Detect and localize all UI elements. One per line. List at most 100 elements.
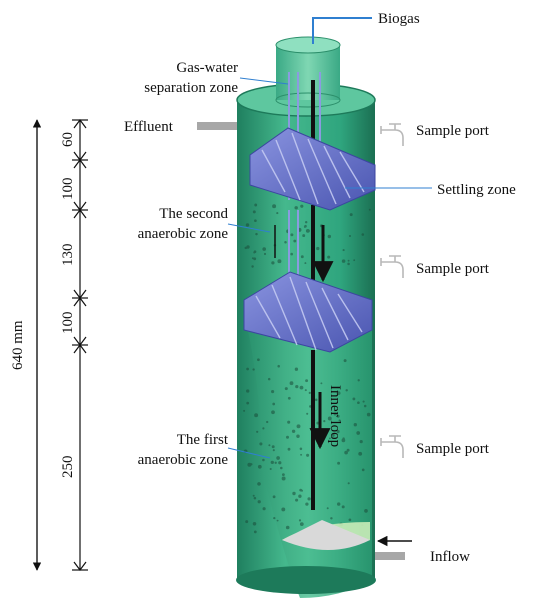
sludge-bubble xyxy=(257,500,261,504)
sludge-bubble xyxy=(250,463,253,466)
sludge-bubble xyxy=(281,507,286,512)
sludge-bubble xyxy=(295,498,299,502)
sludge-bubble xyxy=(347,262,350,266)
sludge-bubble xyxy=(304,389,307,392)
sludge-bubble xyxy=(362,400,365,403)
sludge-bubble xyxy=(338,419,341,422)
sludge-bubble xyxy=(281,473,285,477)
gas-water-label-line1: Gas-water xyxy=(176,60,238,76)
sludge-bubble xyxy=(337,461,341,465)
sludge-bubble xyxy=(298,519,302,522)
sludge-bubble xyxy=(284,240,287,244)
sludge-bubble xyxy=(253,251,256,254)
sludge-bubble xyxy=(271,410,275,415)
sludge-bubble xyxy=(271,261,275,265)
dimension-segments xyxy=(72,119,88,571)
sludge-bubble xyxy=(353,259,356,262)
sludge-bubble xyxy=(327,255,331,259)
sludge-bubble xyxy=(272,402,276,406)
sludge-bubble xyxy=(336,391,341,396)
inner-loop-label: Inner loop xyxy=(327,385,343,447)
second-zone-label-line2: anaerobic zone xyxy=(138,226,229,242)
sludge-bubble xyxy=(253,257,257,261)
sludge-bubble xyxy=(253,496,257,500)
sludge-bubble xyxy=(272,204,277,209)
sludge-bubble xyxy=(364,509,368,513)
sludge-bubble xyxy=(363,404,367,408)
settler-upper xyxy=(249,127,376,211)
sludge-bubble xyxy=(259,442,263,446)
sludge-bubble xyxy=(326,507,329,510)
sludge-bubble xyxy=(305,379,309,383)
sludge-bubble xyxy=(358,451,363,456)
segment-label-130: 130 xyxy=(60,244,76,267)
reactor-column xyxy=(197,36,405,598)
sludge-bubble xyxy=(304,262,307,265)
segment-label-100-upper: 100 xyxy=(60,178,76,201)
sludge-bubble xyxy=(262,427,265,430)
first-zone-label-line1: The first xyxy=(177,432,229,448)
sludge-bubble xyxy=(262,247,267,251)
sludge-bubble xyxy=(246,389,250,393)
sludge-bubble xyxy=(254,203,258,207)
sludge-bubble xyxy=(245,520,249,524)
sludge-bubble xyxy=(300,453,303,456)
sludge-bubble xyxy=(327,234,332,239)
sludge-bubble xyxy=(306,412,309,415)
sludge-bubble xyxy=(342,249,345,252)
second-zone-leader xyxy=(227,223,271,233)
reactor-bottom xyxy=(236,566,376,594)
sludge-bubble xyxy=(308,391,311,395)
dimension-total: 640 mm xyxy=(10,119,42,571)
sludge-bubble xyxy=(262,458,265,462)
sludge-bubbles xyxy=(243,203,371,536)
gas-cap-base xyxy=(275,92,341,108)
sludge-bubble xyxy=(287,420,291,424)
segment-label-250: 250 xyxy=(60,456,76,479)
sludge-bubble xyxy=(274,461,277,464)
sludge-bubble xyxy=(345,389,348,392)
sludge-bubble xyxy=(344,450,348,455)
sludge-bubble xyxy=(349,213,353,217)
sludge-bubble xyxy=(347,482,350,485)
gas-cap xyxy=(276,45,340,100)
sludge-bubble xyxy=(284,387,288,391)
sludge-bubble xyxy=(333,412,337,416)
sludge-bubble xyxy=(257,482,261,486)
sludge-bubble xyxy=(272,495,276,499)
sludge-bubble xyxy=(290,252,294,256)
sludge-bubble xyxy=(281,476,286,481)
sludge-bubble xyxy=(257,358,260,362)
settler-lower xyxy=(243,271,373,353)
faucet-icon xyxy=(380,435,404,458)
sludge-bubble xyxy=(291,429,296,434)
sludge-bubble xyxy=(330,517,333,520)
sludge-bubble xyxy=(348,234,352,238)
sludge-bubble xyxy=(277,364,280,368)
sludge-bubble xyxy=(267,377,271,381)
sludge-bubble xyxy=(256,430,259,433)
biogas-label: Biogas xyxy=(378,11,420,27)
effluent-label: Effluent xyxy=(124,119,174,135)
dimension-total-label: 640 mm xyxy=(10,320,26,370)
segment-label-60: 60 xyxy=(60,132,76,147)
sludge-bubble xyxy=(245,223,250,227)
sludge-bubble xyxy=(361,233,365,236)
sludge-bubble xyxy=(337,502,341,506)
inflow-pipe xyxy=(375,552,405,560)
sludge-bubble xyxy=(296,434,300,439)
sludge-bubble xyxy=(252,368,255,371)
faucet-icon xyxy=(380,123,404,146)
sludge-bubble xyxy=(300,204,304,208)
sludge-bubble xyxy=(269,467,272,471)
settling-zone-label: Settling zone xyxy=(437,182,516,198)
sludge-bubble xyxy=(252,494,255,497)
sludge-bubble xyxy=(357,401,360,405)
gas-water-leader xyxy=(239,77,289,85)
sludge-bubble xyxy=(253,530,257,534)
effluent-pipe xyxy=(197,122,237,130)
sludge-bubble xyxy=(273,516,276,520)
sludge-bubble xyxy=(255,232,258,236)
sludge-bubble xyxy=(331,433,335,437)
